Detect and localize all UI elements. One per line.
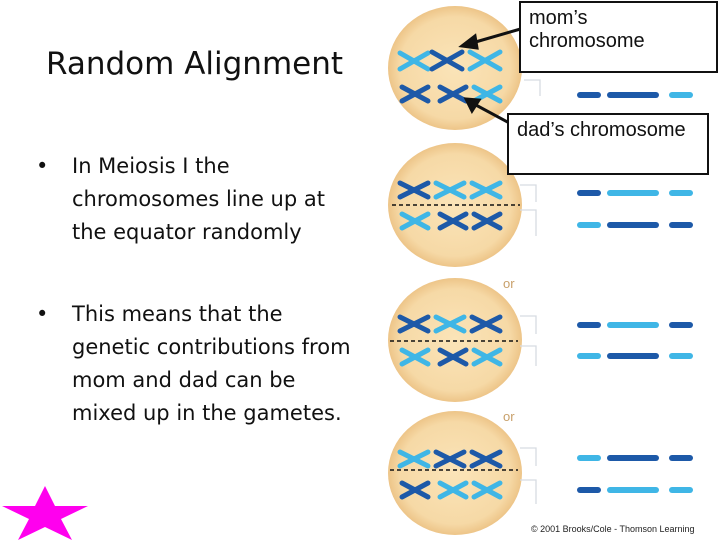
equator-lines (390, 204, 520, 471)
slide-title: Random Alignment (46, 46, 344, 82)
dad-chromosome-callout: dad’s chromosome (507, 113, 709, 175)
cell-3 (388, 278, 522, 402)
copyright-text: © 2001 Brooks/Cole - Thomson Learning (531, 524, 695, 534)
bullet-marker: • (36, 154, 49, 178)
bullet-text: This means that the genetic contribution… (72, 302, 351, 425)
cell-4 (388, 411, 522, 535)
chromosome-pair-group-1 (397, 49, 503, 104)
chromosome-pair-group-3 (397, 314, 503, 367)
or-label: or (503, 409, 515, 424)
gamete-chromosomes (577, 59, 693, 493)
or-label: or (503, 276, 515, 291)
bullet-2: • This means that the genetic contributi… (36, 298, 366, 430)
bullet-1: • In Meiosis I the chromosomes line up a… (36, 150, 366, 249)
bullet-text: In Meiosis I the chromosomes line up at … (72, 154, 325, 244)
mom-chromosome-callout: mom’s chromosome (519, 1, 718, 73)
chromosome-pair-group-2 (397, 180, 503, 231)
chromosome-pair-group-4 (397, 449, 503, 500)
star-icon (2, 486, 88, 540)
bullet-marker: • (36, 302, 49, 326)
